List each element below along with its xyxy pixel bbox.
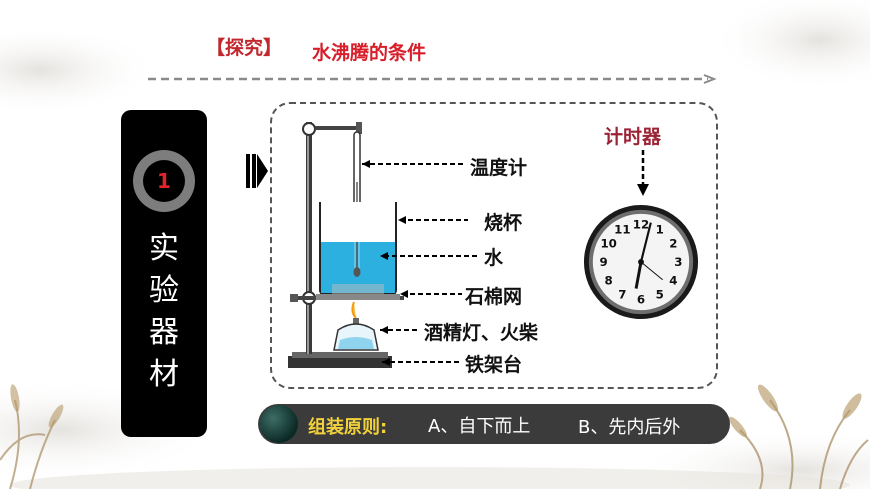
page-title: 水沸腾的条件 <box>312 42 427 64</box>
clock-numeral: 6 <box>637 292 645 306</box>
panel-heading-text: 实验器材 <box>149 231 179 392</box>
bullet-ball-icon <box>260 405 298 443</box>
clock-numeral: 9 <box>600 255 608 269</box>
clock-numeral: 3 <box>674 255 682 269</box>
beaker-shape <box>319 202 397 295</box>
clock-numeral: 7 <box>618 287 626 301</box>
label-timer: 计时器 <box>604 126 662 148</box>
label-leader-lines <box>362 163 480 363</box>
clock-numeral: 12 <box>633 218 649 232</box>
clock-numeral: 10 <box>600 236 616 250</box>
boiling-apparatus-illustration <box>288 122 480 368</box>
step-number: 1 <box>143 160 185 202</box>
dashed-arrow-divider <box>148 74 717 84</box>
assembly-principle-bar: 组装原则: A、自下而上 B、先内后外 <box>258 404 730 444</box>
clock-numeral: 4 <box>669 274 677 288</box>
label-gauze: 石棉网 <box>465 286 523 308</box>
clock-numeral: 8 <box>605 274 613 288</box>
label-alcohol-lamp: 酒精灯、火柴 <box>424 322 539 344</box>
principle-rule-b: B、先内后外 <box>578 417 681 438</box>
label-beaker: 烧杯 <box>484 212 523 234</box>
panel-heading: 实验器材 <box>121 228 207 396</box>
label-thermometer: 温度计 <box>470 157 528 179</box>
step-number-badge: 1 <box>133 150 195 212</box>
clock-numeral: 5 <box>656 287 664 301</box>
section-bracket-label: 【探究】 <box>206 37 283 59</box>
alcohol-lamp-shape <box>333 301 379 351</box>
clock-numeral: 2 <box>669 236 677 250</box>
principle-label: 组装原则: <box>308 417 388 438</box>
principle-rule-a: A、自下而上 <box>428 416 531 437</box>
label-water: 水 <box>484 247 504 269</box>
label-iron-stand: 铁架台 <box>465 354 523 376</box>
clock-numeral: 11 <box>614 223 630 237</box>
side-panel: 1 实验器材 <box>121 110 207 437</box>
clock-numeral: 1 <box>656 223 664 237</box>
play-arrow-icon <box>246 154 268 188</box>
apparatus-frame <box>270 102 718 389</box>
timer-arrow-icon <box>637 150 649 196</box>
